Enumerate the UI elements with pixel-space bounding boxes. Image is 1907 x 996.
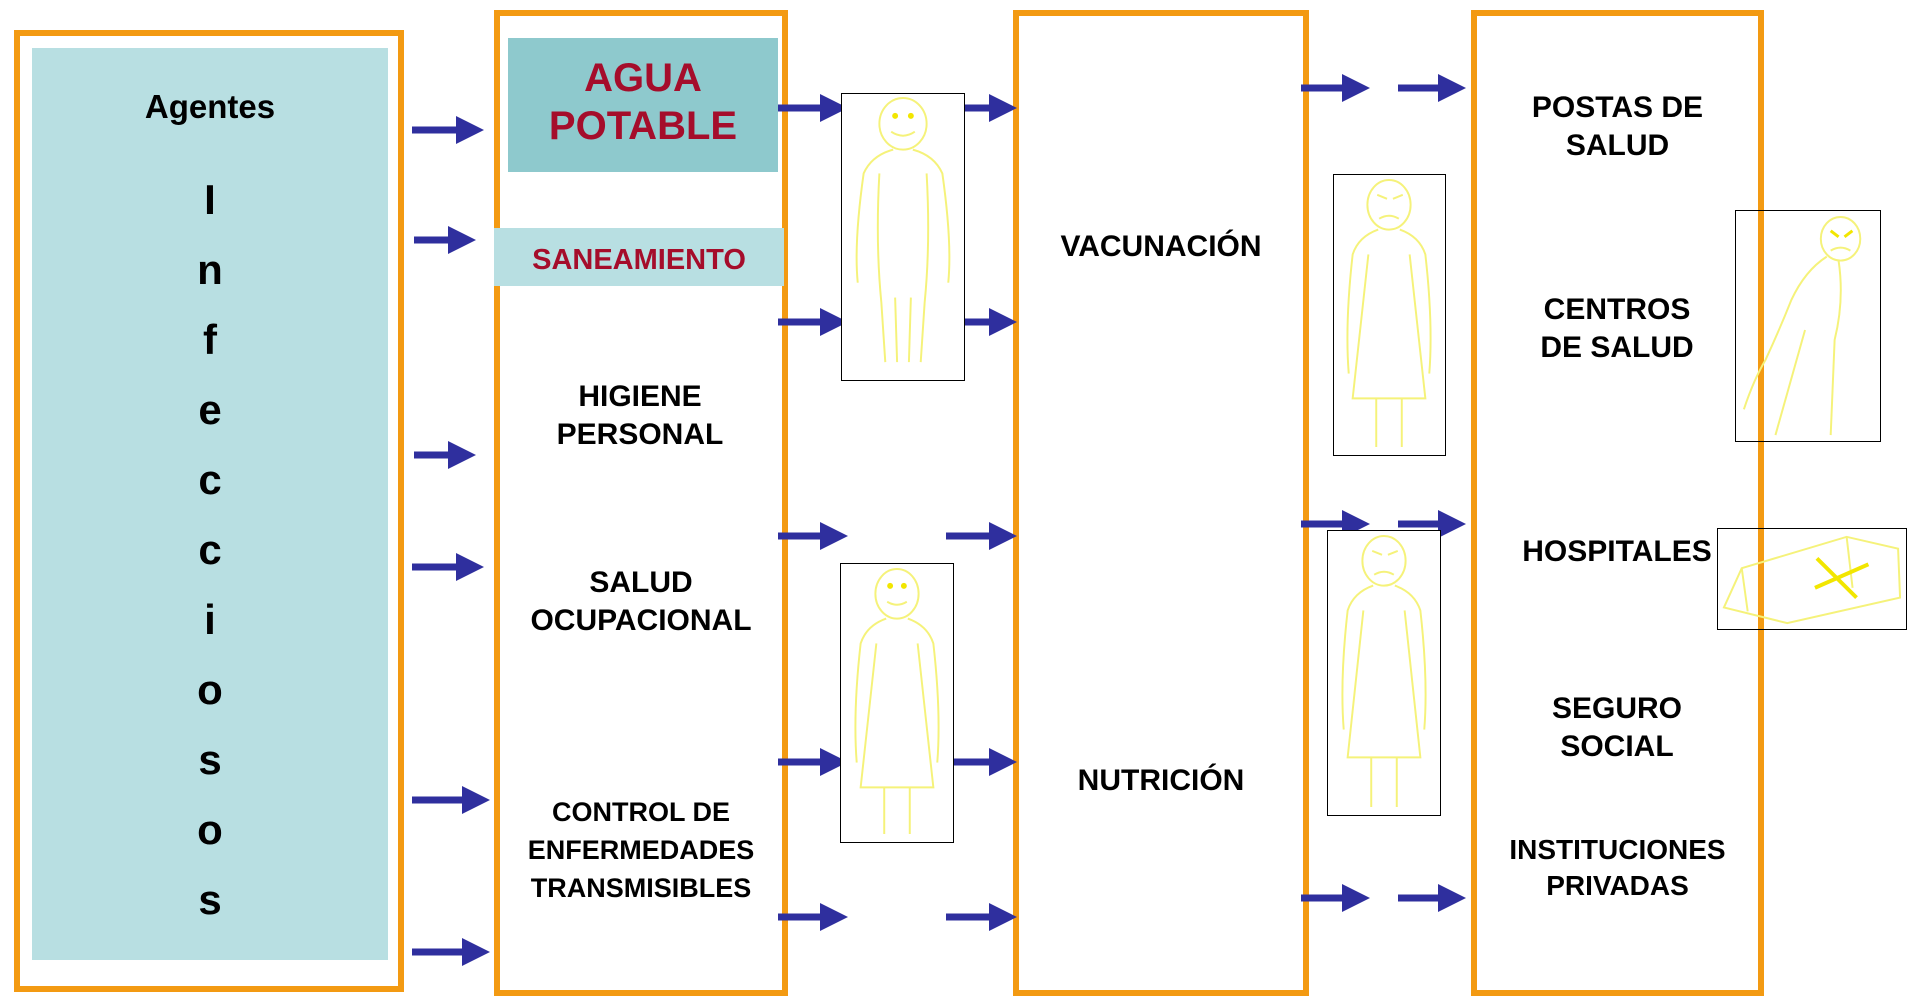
hospitals-label: HOSPITALES bbox=[1522, 535, 1712, 568]
healthy-person-figure bbox=[841, 93, 965, 381]
coffin-figure bbox=[1717, 528, 1907, 630]
agents-letter: o bbox=[197, 806, 223, 853]
water-box bbox=[508, 38, 778, 172]
agents-letter: s bbox=[198, 876, 222, 923]
agents-letter: e bbox=[198, 386, 222, 433]
prevention-column: AGUA POTABLE SANEAMIENTO HIGIENE PERSONA… bbox=[494, 10, 788, 996]
agents-letter: c bbox=[198, 456, 222, 503]
collapsing-person-figure bbox=[1735, 210, 1881, 442]
water-label: AGUA POTABLE bbox=[548, 56, 738, 148]
agents-panel bbox=[32, 48, 388, 960]
agents-letter: c bbox=[198, 526, 222, 573]
agents-letter: I bbox=[204, 176, 216, 223]
hygiene-label: HIGIENE PERSONAL bbox=[556, 380, 724, 451]
services-column: POSTAS DE SALUD CENTROS DE SALUD HOSPITA… bbox=[1471, 10, 1764, 996]
agents-letter: s bbox=[198, 736, 222, 783]
sanitation-label: SANEAMIENTO bbox=[532, 244, 746, 276]
agents-letter: o bbox=[197, 666, 223, 713]
sanitation-box bbox=[494, 228, 784, 286]
nutrition-label: NUTRICIÓN bbox=[1077, 764, 1245, 797]
agents-letter: n bbox=[197, 246, 223, 293]
agents-letter: i bbox=[204, 596, 216, 643]
occupational-label: SALUD OCUPACIONAL bbox=[530, 566, 752, 637]
agents-title: Agentes bbox=[144, 88, 276, 125]
disease-control-label: CONTROL DE ENFERMEDADES TRANSMISIBLES bbox=[527, 797, 755, 903]
private-label: INSTITUCIONES PRIVADAS bbox=[1509, 834, 1726, 902]
vaccination-label: VACUNACIÓN bbox=[1060, 230, 1262, 263]
sick-woman-figure-2 bbox=[1327, 530, 1441, 816]
agents-letter: f bbox=[203, 316, 217, 363]
sick-woman-figure-1 bbox=[1333, 174, 1446, 456]
centers-label: CENTROS DE SALUD bbox=[1540, 293, 1694, 364]
interventions-column: VACUNACIÓN NUTRICIÓN bbox=[1013, 10, 1309, 996]
insurance-label: SEGURO SOCIAL bbox=[1551, 692, 1683, 763]
posts-label: POSTAS DE SALUD bbox=[1531, 91, 1704, 162]
healthy-woman-figure bbox=[840, 563, 954, 843]
